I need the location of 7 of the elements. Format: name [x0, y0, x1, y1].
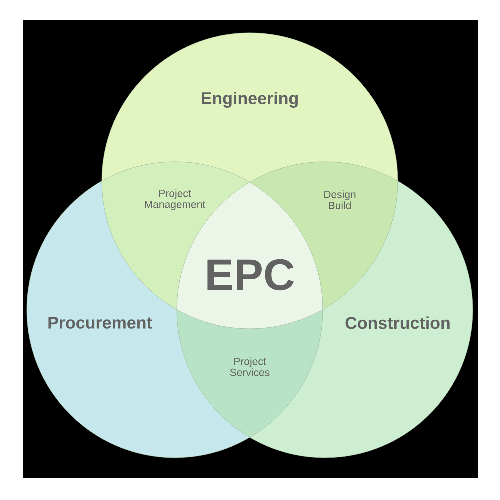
region-label: Project Services [230, 358, 270, 376]
region-label: Project Management [145, 190, 206, 210]
circle-label: Engineering [202, 92, 298, 108]
circle-label: Procurement [48, 317, 152, 329]
circle-label: Construction [346, 316, 450, 330]
region-label: Design Build [324, 190, 356, 210]
region-label: EPC [208, 259, 294, 291]
